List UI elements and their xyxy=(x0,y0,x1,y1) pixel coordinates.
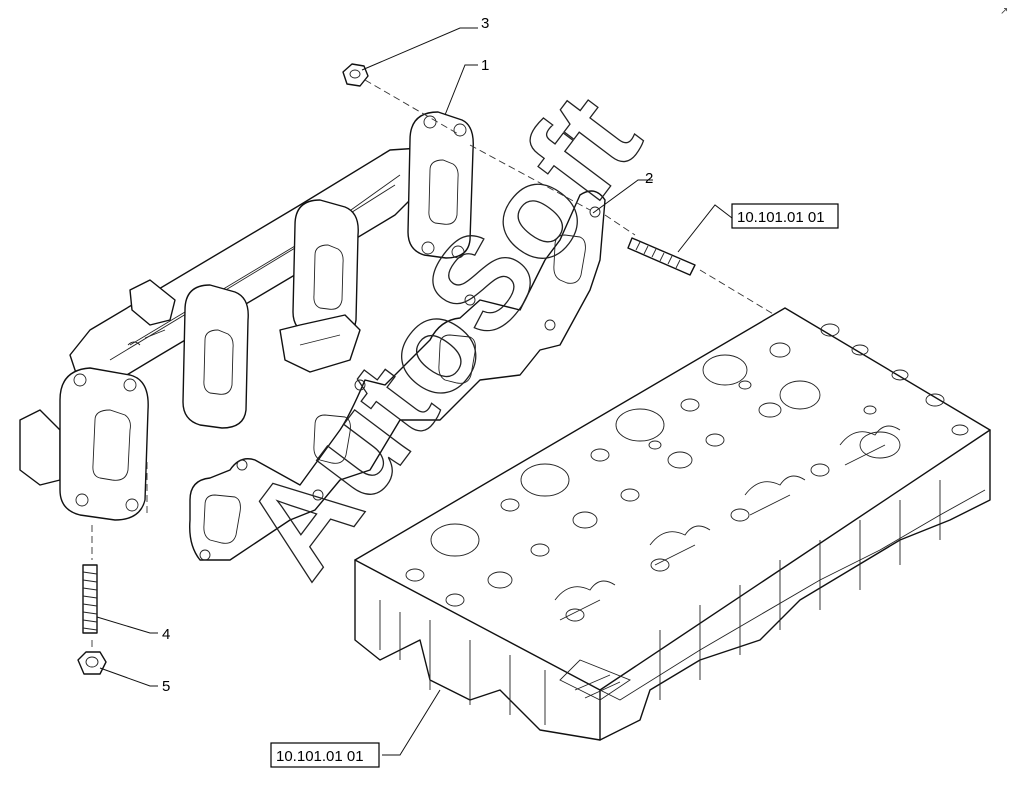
callout-5: 5 xyxy=(162,678,170,695)
nut-part-5[interactable] xyxy=(77,651,107,675)
assembly-lines xyxy=(91,79,776,650)
reference-upper-label: 10.101.01 01 xyxy=(737,209,825,226)
leader-lines xyxy=(96,27,733,756)
reference-box-lower[interactable]: 10.101.01 01 xyxy=(270,742,380,768)
reference-box-upper[interactable]: 10.101.01 01 xyxy=(731,203,839,229)
callout-4: 4 xyxy=(162,626,170,643)
corner-arrow-icon: ↗ xyxy=(1000,6,1008,17)
reference-lower-label: 10.101.01 01 xyxy=(276,748,364,765)
cylinder-head[interactable] xyxy=(354,307,991,741)
exhaust-manifold[interactable] xyxy=(19,111,474,521)
stud-part-4[interactable] xyxy=(82,564,98,634)
callout-3: 3 xyxy=(481,15,489,32)
head-stud[interactable] xyxy=(627,237,696,276)
callout-2: 2 xyxy=(645,170,653,187)
exhaust-gasket[interactable] xyxy=(189,190,606,561)
nut-part-3[interactable] xyxy=(342,63,369,87)
callout-1: 1 xyxy=(481,57,489,74)
